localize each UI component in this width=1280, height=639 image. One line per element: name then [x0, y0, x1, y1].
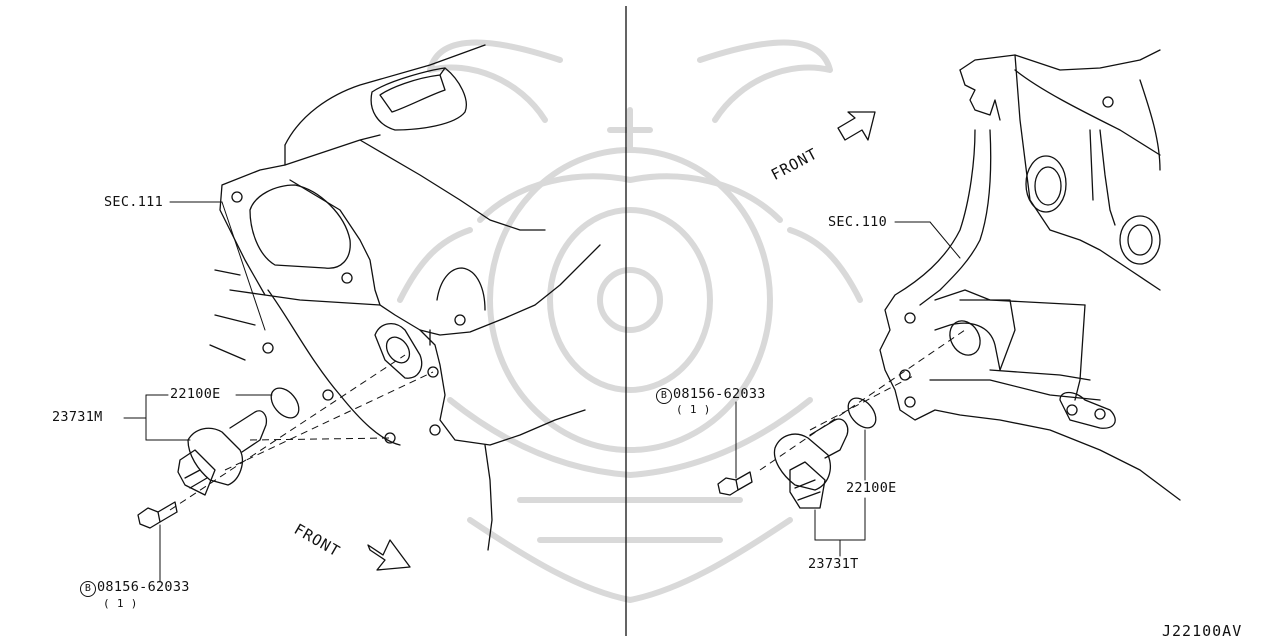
left-sec-label: SEC.111 — [104, 194, 163, 210]
left-engine-block — [209, 44, 601, 551]
right-sensor-label: 23731T — [808, 556, 859, 572]
right-sec-label: SEC.110 — [828, 214, 887, 230]
watermark-emblem — [397, 39, 863, 603]
right-sensor-assembly — [717, 329, 966, 509]
left-bolt-marker: B — [80, 581, 96, 597]
left-sensor-label: 23731M — [52, 409, 103, 425]
diagram-code: J22100AV — [1162, 622, 1243, 639]
left-bolt-part: 08156-62033 — [97, 579, 190, 595]
right-leader-lines — [735, 221, 961, 557]
right-bolt-marker: B — [656, 388, 672, 404]
right-oring-label: 22100E — [846, 480, 897, 496]
right-bolt-qty: ( 1 ) — [676, 403, 711, 416]
left-leader-lines — [123, 201, 273, 583]
left-bolt-qty: ( 1 ) — [103, 597, 138, 610]
right-engine-block — [879, 49, 1181, 501]
oring-left — [270, 387, 300, 419]
right-bolt-part: 08156-62033 — [673, 386, 766, 402]
right-front-arrow — [837, 111, 876, 141]
left-sensor-assembly — [137, 354, 434, 529]
left-front-arrow — [367, 539, 411, 571]
left-oring-label: 22100E — [170, 386, 221, 402]
oring-right — [847, 397, 877, 429]
